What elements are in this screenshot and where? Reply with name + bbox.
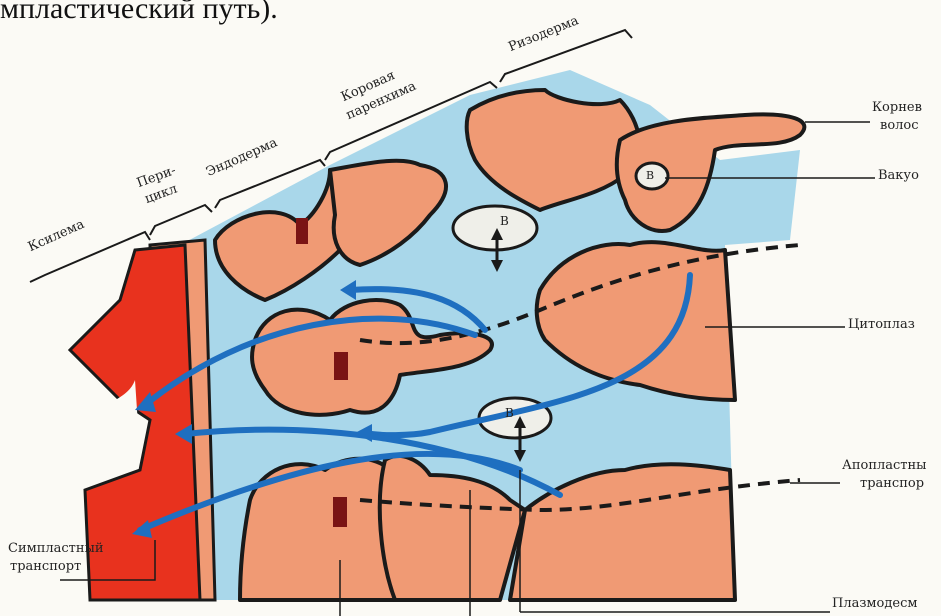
casparian-band-1 [296, 218, 308, 244]
vacuole-letter-2: В [505, 406, 514, 421]
casparian-band-2 [334, 352, 348, 380]
label-apoplastic-2: транспор [860, 476, 924, 491]
casparian-band-3 [333, 497, 347, 527]
vacuole-1 [453, 206, 537, 250]
label-root-hair-1: Корнев [872, 100, 922, 115]
label-apoplastic-1: Апопластны [842, 458, 927, 473]
label-root-hair-2: волос [880, 118, 919, 133]
label-symplastic-2: транспорт [10, 559, 81, 574]
cortex-cell-bottom-left [240, 459, 400, 600]
label-vacuole: Вакуо [878, 168, 919, 183]
brace-pericycle [150, 205, 212, 235]
label-plasmodesma: Плазмодесм [832, 596, 917, 611]
label-symplastic-1: Симпластный [8, 541, 104, 556]
label-cytoplasm: Цитоплаз [848, 317, 915, 332]
vacuole-letter-3: В [646, 168, 654, 183]
vacuole-letter-1: В [500, 214, 509, 229]
